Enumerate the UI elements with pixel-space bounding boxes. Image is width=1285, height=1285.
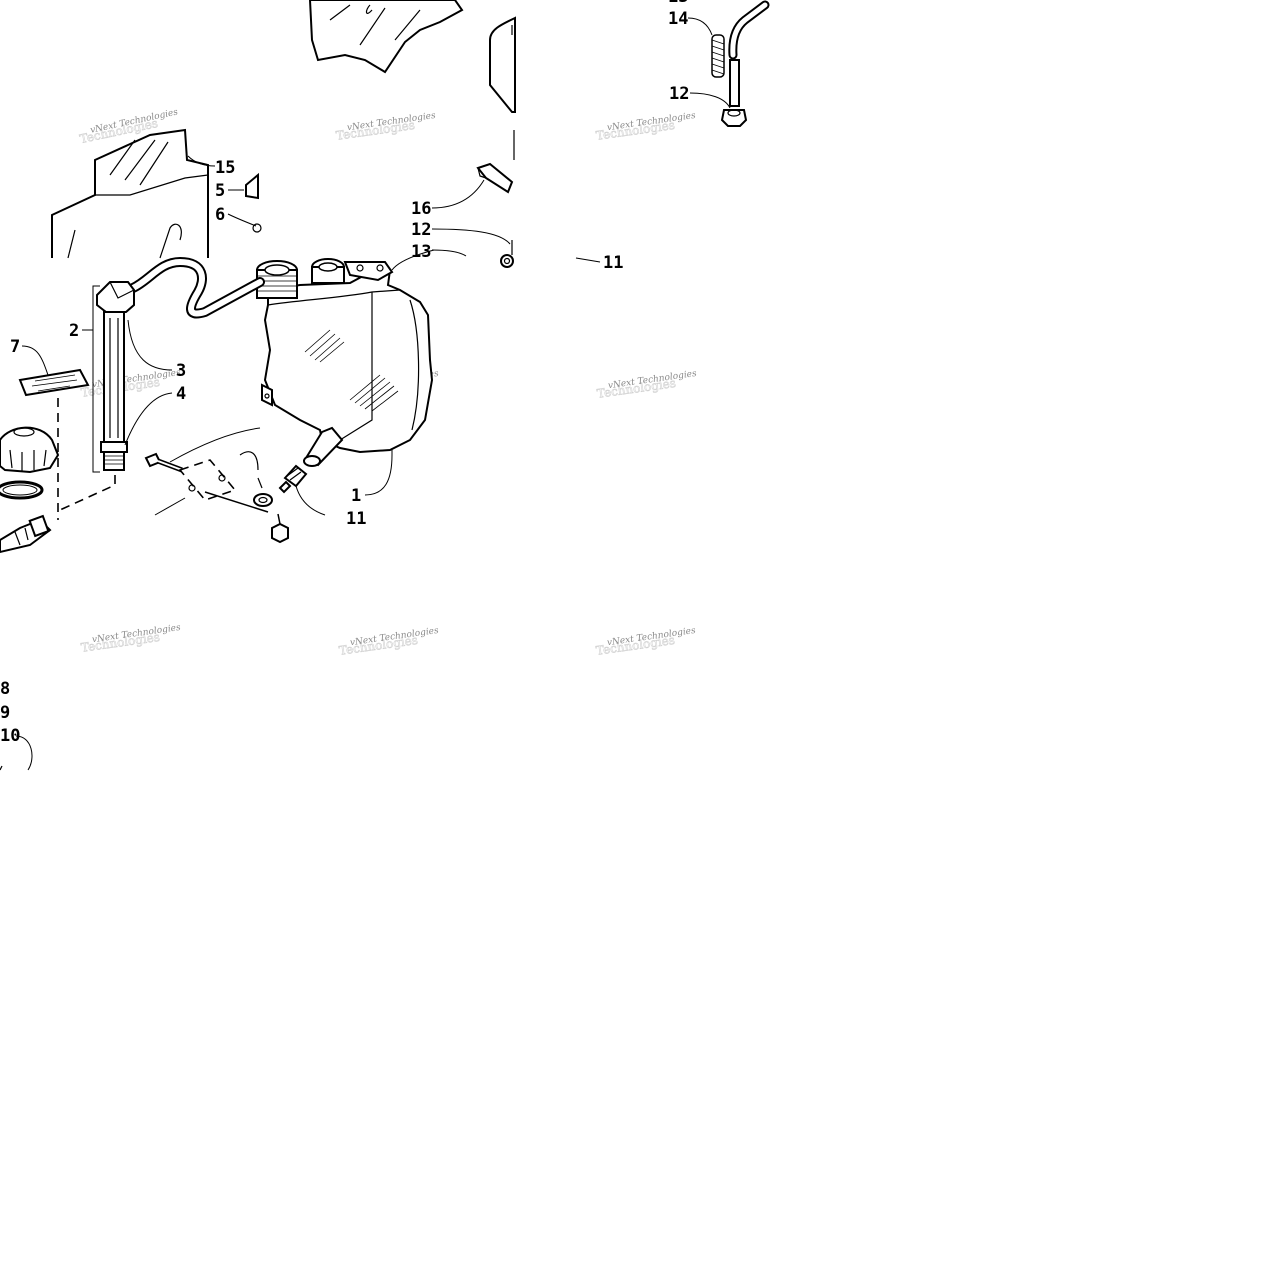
tube bbox=[729, 59, 740, 107]
callout-13-top: 13 bbox=[668, 0, 688, 7]
hex-bolt bbox=[271, 513, 289, 544]
spring bbox=[711, 34, 725, 78]
leader-11-right bbox=[575, 257, 601, 263]
watermark-br: Technologies vNext Technologies bbox=[595, 626, 697, 658]
fuel-level-sender bbox=[96, 281, 135, 471]
leader-16 bbox=[431, 179, 485, 209]
leader-12-top bbox=[689, 92, 731, 109]
watermark-ml: Technologies vNext Technologies bbox=[80, 368, 182, 400]
leader-13-mid bbox=[431, 249, 467, 257]
callout-6: 6 bbox=[215, 205, 225, 225]
bolt-axis-line bbox=[169, 427, 261, 463]
bracket-fragment bbox=[245, 172, 259, 200]
leader-3 bbox=[127, 319, 173, 371]
bracket-2 bbox=[92, 285, 100, 473]
callout-7: 7 bbox=[10, 337, 20, 357]
windshield bbox=[51, 128, 209, 259]
fuel-tank bbox=[256, 258, 434, 467]
callout-1: 1 bbox=[351, 486, 361, 506]
callout-3: 3 bbox=[176, 361, 186, 381]
callout-9: 9 bbox=[0, 703, 10, 723]
leader-15 bbox=[187, 155, 216, 167]
hose-fitting bbox=[278, 464, 308, 494]
leader-13-tank bbox=[391, 249, 435, 271]
callout-12-mid: 12 bbox=[411, 220, 431, 240]
watermark-tm: Technologies vNext Technologies bbox=[335, 111, 437, 143]
leader-7 bbox=[21, 345, 49, 376]
warning-decal bbox=[18, 368, 90, 397]
leader-4 bbox=[124, 392, 173, 446]
callout-11-bottom: 11 bbox=[346, 509, 366, 529]
tank-edge-fragment bbox=[489, 16, 516, 160]
callout-16: 16 bbox=[411, 199, 431, 219]
callout-14: 14 bbox=[668, 9, 688, 29]
fitting-line bbox=[295, 485, 326, 516]
fuel-petcock bbox=[0, 514, 52, 554]
watermark-bl: Technologies vNext Technologies bbox=[80, 623, 182, 655]
callout-12-top: 12 bbox=[669, 84, 689, 104]
mount-bracket bbox=[178, 459, 237, 501]
leader-10 bbox=[15, 735, 33, 771]
watermark-tr: Technologies vNext Technologies bbox=[595, 111, 697, 143]
watermark-bm: Technologies vNext Technologies bbox=[338, 626, 440, 658]
callout-8: 8 bbox=[0, 679, 10, 699]
cover-panel-fragment bbox=[308, 0, 464, 74]
leader-6 bbox=[227, 213, 257, 227]
fuel-hose bbox=[128, 256, 265, 319]
leader-14 bbox=[687, 17, 713, 36]
leader-12-mid bbox=[431, 228, 511, 245]
vent-hose bbox=[728, 0, 770, 60]
watermark-mr: Technologies vNext Technologies bbox=[596, 369, 698, 401]
nut-washer bbox=[239, 451, 273, 507]
callout-13-mid: 13 bbox=[411, 242, 431, 262]
mount-bolt bbox=[144, 452, 183, 473]
leader-1 bbox=[364, 448, 393, 496]
hose-clamp-nut bbox=[720, 109, 748, 127]
callout-2: 2 bbox=[69, 321, 79, 341]
callout-5: 5 bbox=[215, 181, 225, 201]
callout-4: 4 bbox=[176, 384, 186, 404]
bracket-line bbox=[154, 497, 186, 516]
clamp-fragment bbox=[500, 240, 514, 268]
grommet-fragment bbox=[252, 223, 262, 233]
tank-strap-tab bbox=[476, 162, 514, 194]
callout-15: 15 bbox=[215, 158, 235, 178]
dash-line-sender bbox=[59, 475, 116, 511]
callout-11-right: 11 bbox=[603, 253, 623, 273]
callout-10: 10 bbox=[0, 726, 20, 746]
fuel-cap bbox=[0, 426, 60, 474]
